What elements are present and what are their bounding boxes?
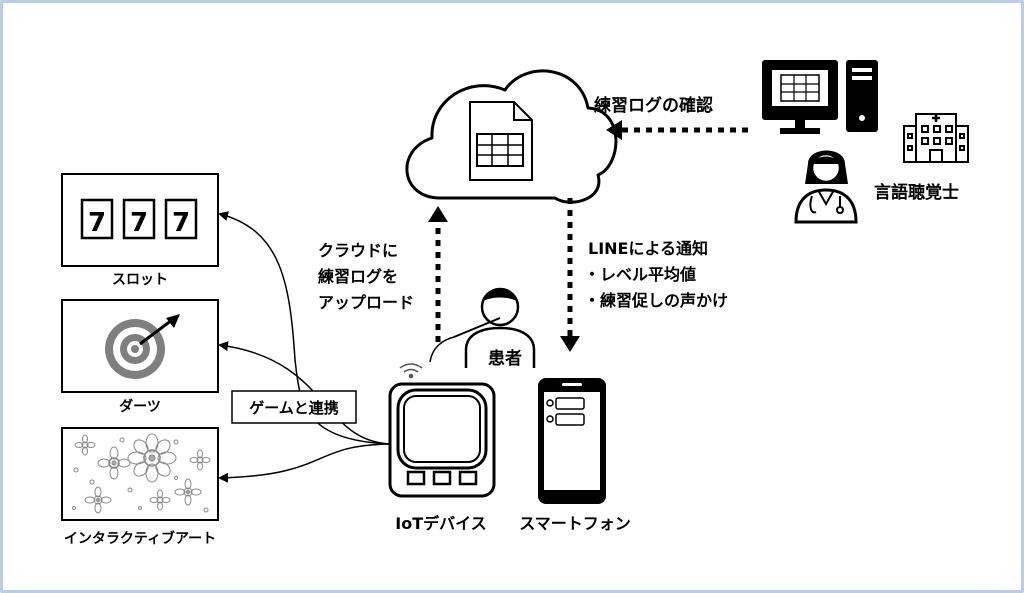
notify-line: ・レベル平均値 <box>584 265 696 284</box>
slot-game: 7 7 7 <box>61 173 219 267</box>
flower-art-icon <box>72 433 211 514</box>
darts-game <box>61 299 219 393</box>
notify-line: LINEによる通知 <box>588 239 708 258</box>
upload-text: クラウドに 練習ログを アップロード <box>318 241 414 312</box>
notify-text: LINEによる通知 ・レベル平均値 ・練習促しの声かけ <box>584 239 728 310</box>
slot-reels: 7 7 7 <box>80 198 198 240</box>
spreadsheet-icon <box>469 101 533 181</box>
hospital-icon <box>903 113 969 163</box>
slot-digit: 7 <box>172 208 190 238</box>
upload-line: クラウドに <box>318 241 398 260</box>
check-log-label: 練習ログの確認 <box>594 95 713 116</box>
notify-line: ・練習促しの声かけ <box>584 291 728 310</box>
therapist-label: 言語聴覚士 <box>874 182 959 203</box>
check-log-arrow <box>606 120 748 140</box>
desktop-computer-icon <box>762 60 878 134</box>
upload-line: 練習ログを <box>318 267 398 286</box>
notify-arrow <box>560 198 580 352</box>
slot-label: スロット <box>112 272 168 288</box>
doctor-icon <box>794 150 858 224</box>
slot-digit: 7 <box>88 208 106 238</box>
upload-line: アップロード <box>318 293 414 312</box>
darts-label: ダーツ <box>119 398 161 415</box>
game-link-box: ゲームと連携 <box>231 390 357 424</box>
wifi-icon <box>399 363 423 379</box>
iot-device-label: IoTデバイス <box>395 514 486 533</box>
interactive-art <box>61 427 219 521</box>
dart-target-icon <box>105 314 180 379</box>
upload-arrow <box>428 206 448 342</box>
game-link-label: ゲームと連携 <box>249 399 339 417</box>
iot-device-icon <box>388 382 496 498</box>
smartphone-icon <box>538 378 606 504</box>
slot-digit: 7 <box>130 208 148 238</box>
patient-label: 患者 <box>488 348 522 369</box>
smartphone-label: スマートフォン <box>519 514 631 533</box>
patient-icon <box>429 287 536 368</box>
art-label: インタラクティブアート <box>64 530 216 547</box>
